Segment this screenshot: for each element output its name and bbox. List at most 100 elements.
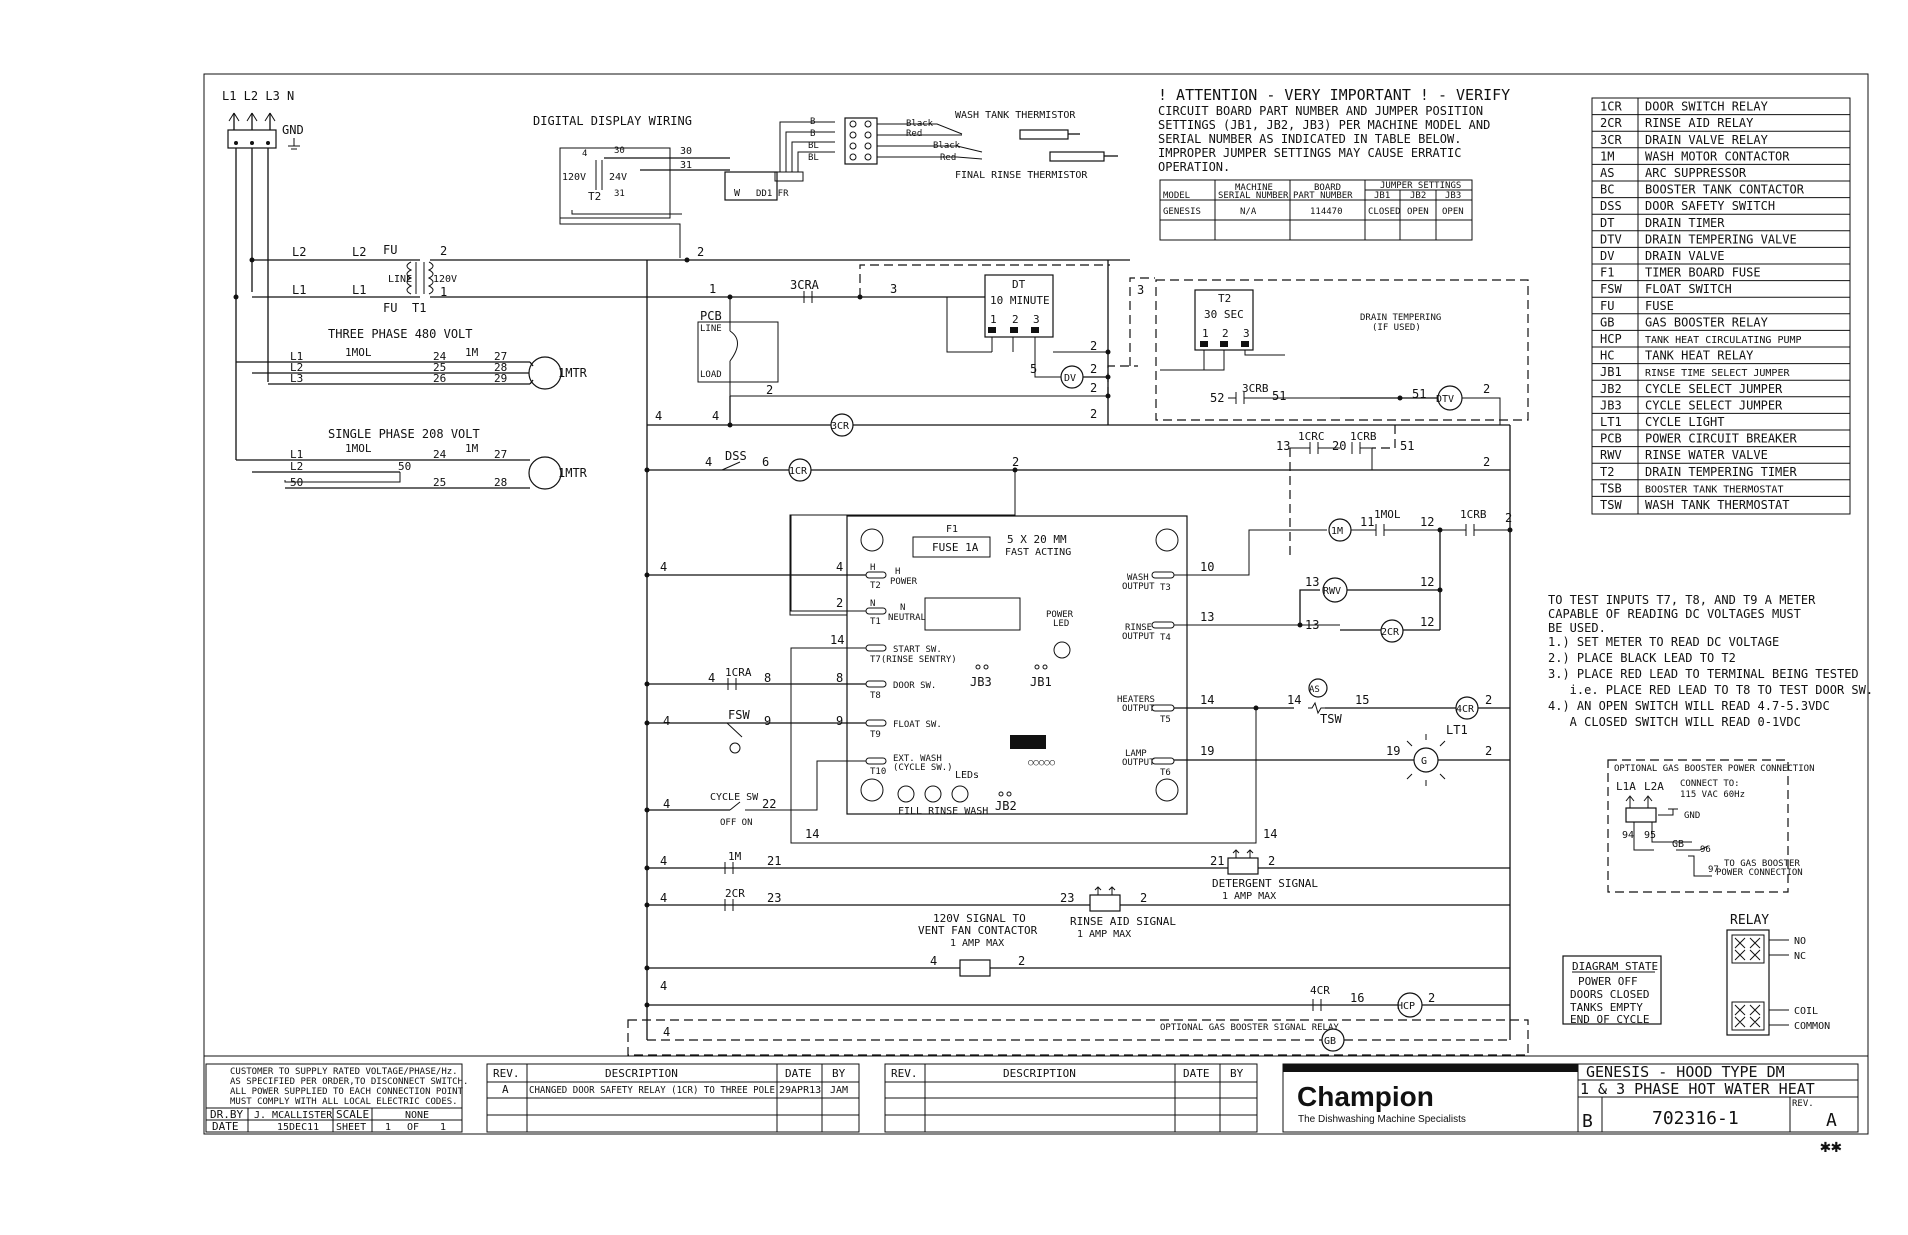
attention-note: ! ATTENTION - VERY IMPORTANT ! - VERIFY … xyxy=(1158,86,1510,241)
svg-text:COMMON: COMMON xyxy=(1794,1021,1830,1032)
svg-text:2CR: 2CR xyxy=(1381,627,1400,638)
legend-border xyxy=(1591,97,1851,515)
svg-text:10: 10 xyxy=(1200,560,1214,574)
gas-booster-power-box xyxy=(1607,759,1789,893)
svg-text:NEUTRAL: NEUTRAL xyxy=(888,613,926,623)
motor-circuits: THREE PHASE 480 VOLT 1MOL 1M L1 L2 L3 24… xyxy=(236,327,588,490)
svg-text:RINSE: RINSE xyxy=(1125,623,1152,633)
svg-text:3: 3 xyxy=(1033,313,1040,326)
supply-terminal-block xyxy=(227,129,277,149)
svg-text:B: B xyxy=(810,129,815,139)
svg-text:14: 14 xyxy=(1200,693,1214,707)
svg-text:1CRC: 1CRC xyxy=(1298,430,1325,443)
legend-code: RWV xyxy=(1600,448,1622,462)
svg-text:9: 9 xyxy=(764,714,771,728)
power-led-icon xyxy=(1053,641,1071,659)
svg-text:REV.: REV. xyxy=(1792,1099,1814,1109)
svg-text:T7(RINSE SENTRY): T7(RINSE SENTRY) xyxy=(870,655,957,665)
svg-text:SHEET: SHEET xyxy=(336,1122,366,1133)
svg-text:22: 22 xyxy=(762,797,776,811)
svg-text:4: 4 xyxy=(708,671,715,685)
1cra-contact xyxy=(725,678,739,690)
legend-description: TIMER BOARD FUSE xyxy=(1645,266,1761,280)
svg-text:RINSE AID SIGNAL: RINSE AID SIGNAL xyxy=(1070,915,1176,928)
svg-text:1CR: 1CR xyxy=(789,466,808,477)
svg-text:L1: L1 xyxy=(290,448,303,461)
svg-text:30 SEC: 30 SEC xyxy=(1204,308,1244,321)
svg-text:2: 2 xyxy=(1140,891,1147,905)
power-supply: L1 L2 L3 N GND L2 L2 L1 L1 FU FU T1 LINE… xyxy=(222,89,1130,460)
svg-text:51: 51 xyxy=(1412,387,1426,401)
legend-code: GB xyxy=(1600,315,1614,329)
svg-text:19: 19 xyxy=(1200,744,1214,758)
legend-code: 2CR xyxy=(1600,116,1622,130)
svg-text:FILL RINSE WASH: FILL RINSE WASH xyxy=(898,806,988,817)
ground-icon xyxy=(288,138,300,150)
svg-text:MODEL: MODEL xyxy=(1163,191,1190,201)
svg-text:24V: 24V xyxy=(609,172,627,183)
svg-text:50: 50 xyxy=(398,460,411,473)
svg-text:120V: 120V xyxy=(433,274,457,285)
svg-text:L3: L3 xyxy=(290,372,303,385)
cycle-switch xyxy=(729,801,752,811)
attention-title: ! ATTENTION - VERY IMPORTANT ! - VERIFY xyxy=(1158,86,1510,104)
svg-text:1.) SET METER TO READ DC VOLTA: 1.) SET METER TO READ DC VOLTAGE xyxy=(1548,635,1779,649)
legend-code: DSS xyxy=(1600,199,1622,213)
svg-text:2: 2 xyxy=(1505,511,1512,525)
legend-description: RINSE AID RELAY xyxy=(1645,116,1754,130)
svg-text:1 & 3 PHASE HOT WATER HEAT: 1 & 3 PHASE HOT WATER HEAT xyxy=(1580,1080,1815,1098)
svg-text:23: 23 xyxy=(767,891,781,905)
svg-text:L2: L2 xyxy=(352,245,366,259)
svg-text:W: W xyxy=(734,188,741,199)
svg-text:4.) AN OPEN SWITCH WILL READ 4: 4.) AN OPEN SWITCH WILL READ 4.7-5.3VDC xyxy=(1548,699,1830,713)
svg-text:3.) PLACE RED LEAD TO TERMINAL: 3.) PLACE RED LEAD TO TERMINAL BEING TES… xyxy=(1548,667,1859,681)
svg-text:1: 1 xyxy=(990,313,997,326)
svg-text:ALL POWER SUPPLIED TO EACH CON: ALL POWER SUPPLIED TO EACH CONNECTION PO… xyxy=(230,1087,464,1097)
svg-text:OF: OF xyxy=(407,1122,419,1133)
legend-description: GAS BOOSTER RELAY xyxy=(1645,315,1769,329)
svg-text:4: 4 xyxy=(660,854,667,868)
svg-text:NO: NO xyxy=(1794,936,1806,947)
svg-text:OPTIONAL GAS BOOSTER SIGNAL RE: OPTIONAL GAS BOOSTER SIGNAL RELAY xyxy=(1160,1023,1339,1033)
svg-text:4: 4 xyxy=(663,1025,670,1039)
svg-text:2: 2 xyxy=(1485,744,1492,758)
svg-text:(CYCLE SW.): (CYCLE SW.) xyxy=(893,763,953,773)
drain-tempering-timer xyxy=(1194,289,1254,351)
svg-text:2: 2 xyxy=(440,244,447,258)
gnd-icon xyxy=(1658,808,1678,816)
svg-text:1M: 1M xyxy=(1331,526,1343,537)
svg-text:DATE: DATE xyxy=(1183,1067,1210,1080)
svg-text:4: 4 xyxy=(582,149,587,159)
svg-text:TO TEST INPUTS T7, T8, AND T9: TO TEST INPUTS T7, T8, AND T9 A METER xyxy=(1548,593,1816,607)
svg-text:T2: T2 xyxy=(870,581,881,591)
legend-code: FSW xyxy=(1600,282,1622,296)
svg-text:LED: LED xyxy=(1053,619,1069,629)
digital-display-wiring: DIGITAL DISPLAY WIRING 120V 24V T2 4 30 … xyxy=(533,110,1118,258)
svg-text:1MTR: 1MTR xyxy=(558,466,588,480)
svg-text:T9: T9 xyxy=(870,730,881,740)
svg-text:27: 27 xyxy=(494,350,507,363)
legend-description: RINSE WATER VALVE xyxy=(1645,448,1768,462)
svg-text:11: 11 xyxy=(1360,515,1374,529)
svg-text:POWER OFF: POWER OFF xyxy=(1578,975,1638,988)
svg-text:4: 4 xyxy=(712,409,719,423)
svg-text:30: 30 xyxy=(680,146,692,157)
legend-description: ARC SUPPRESSOR xyxy=(1645,166,1747,180)
svg-text:L1: L1 xyxy=(352,283,366,297)
diagram-state: DIAGRAM STATE POWER OFF DOORS CLOSED TAN… xyxy=(1562,955,1662,1026)
svg-text:START SW.: START SW. xyxy=(893,645,942,655)
svg-text:SETTINGS (JB1, JB2, JB3) PER M: SETTINGS (JB1, JB2, JB3) PER MACHINE MOD… xyxy=(1158,118,1490,132)
legend-description: BOOSTER TANK CONTACTOR xyxy=(1645,183,1805,197)
svg-text:BL: BL xyxy=(808,153,819,163)
svg-text:2.) PLACE BLACK LEAD TO T2: 2.) PLACE BLACK LEAD TO T2 xyxy=(1548,651,1736,665)
svg-text:13: 13 xyxy=(1305,618,1319,632)
svg-text:120V SIGNAL TO: 120V SIGNAL TO xyxy=(933,912,1026,925)
jumper-settings-table: MACHINE BOARD JUMPER SETTINGS MODEL SERI… xyxy=(1159,179,1473,241)
svg-text:2: 2 xyxy=(697,245,704,259)
svg-text:LT1: LT1 xyxy=(1446,723,1468,737)
svg-text:BL: BL xyxy=(808,141,819,151)
legend-code: JB1 xyxy=(1600,365,1622,379)
single-phase-title: SINGLE PHASE 208 VOLT xyxy=(328,427,480,441)
svg-text:G: G xyxy=(1421,756,1427,767)
